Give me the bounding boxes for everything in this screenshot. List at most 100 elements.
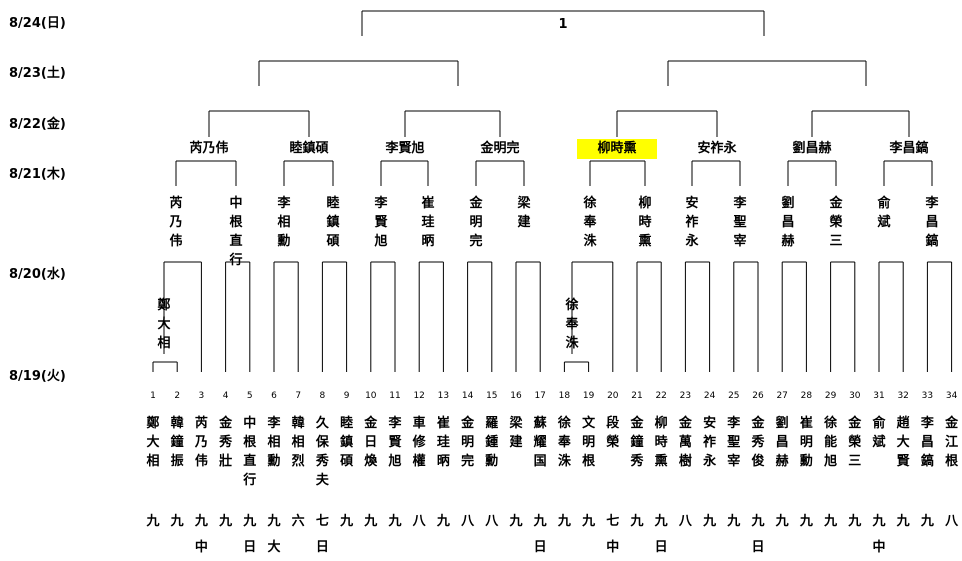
player-grade: 九 [509,514,523,529]
slot-number: 25 [728,391,740,401]
player-name: 李 昌 鎬 [920,416,934,469]
date-round-16: 8/21(木) [9,167,66,182]
round16-name: 徐 奉 洙 [583,196,597,249]
player-grade: 六 [291,514,305,529]
player-name: 鄭 大 相 [146,416,160,469]
slot-number: 15 [486,391,498,401]
player-name: 崔 明 勳 [799,416,813,469]
slot-number: 26 [752,391,764,401]
round16-name: 李 賢 旭 [374,196,388,249]
player-grade: 九 [630,514,644,529]
round16-name: 安 祚 永 [685,196,699,249]
player-name: 車 修 權 [412,416,426,469]
slot-number: 11 [389,391,401,401]
player-grade: 九 日 [533,514,547,555]
date-round-32: 8/20(水) [9,267,66,282]
quarterfinal-name: 安祚永 [697,141,737,156]
slot-number: 29 [824,391,837,401]
quarterfinal-name: 睦鎮碩 [289,141,329,156]
final-label: 1 [558,17,568,32]
player-name: 趙 大 賢 [896,416,910,469]
player-name: 羅 鍾 勳 [485,416,499,469]
player-grade: 八 [678,514,692,529]
slot-number: 6 [271,391,277,401]
player-name: 金 鐘 秀 [630,416,644,469]
player-grade: 九 [582,514,596,529]
player-name: 梁 建 [509,416,523,450]
player-name: 金 江 根 [945,416,959,469]
player-grade: 八 [945,514,959,529]
round16-name: 睦 鎮 碩 [326,196,340,249]
player-name: 金 明 完 [461,416,475,469]
round1-winner-name: 鄭 大 相 [157,298,171,351]
round16-name: 崔 珪 昞 [421,196,435,249]
player-name: 徐 奉 洙 [557,416,571,469]
player-grade: 九 日 [654,514,668,555]
quarterfinal-name: 劉昌赫 [792,141,832,156]
date-round-quarterfinal: 8/22(金) [9,117,66,132]
slot-number: 28 [800,391,813,401]
date-round-final: 8/24(日) [9,16,66,31]
player-name: 睦 鎮 碩 [340,416,354,469]
date-round-1: 8/19(火) [9,369,66,384]
player-name: 李 聖 宰 [727,416,741,469]
player-grade: 九 [799,514,813,529]
round16-name: 李 聖 宰 [733,196,747,249]
round16-name: 梁 建 [517,196,531,230]
slot-number: 12 [413,391,425,401]
player-grade: 七 日 [315,514,329,555]
round16-name: 劉 昌 赫 [781,196,795,249]
player-name: 蘇 耀 国 [533,416,547,469]
player-name: 文 明 根 [582,416,596,469]
quarterfinal-name: 李賢旭 [385,141,425,156]
player-grade: 七 中 [606,514,620,555]
round16-name: 李 昌 鎬 [925,196,939,249]
player-grade: 九 [146,514,160,529]
slot-number: 3 [198,391,205,401]
quarterfinal-name-highlighted: 柳時熏 [577,139,657,159]
player-grade: 九 中 [872,514,886,555]
player-name: 韓 相 烈 [291,416,305,469]
player-grade: 九 日 [243,514,257,555]
player-name: 劉 昌 赫 [775,416,789,469]
quarterfinal-name: 芮乃伟 [189,141,229,156]
player-grade: 八 [461,514,475,529]
slot-number: 5 [246,391,253,401]
slot-number: 24 [703,391,716,401]
player-grade: 九 [824,514,838,529]
player-name: 金 日 煥 [364,416,378,469]
player-grade: 九 [557,514,571,529]
slot-number: 16 [510,391,522,401]
player-grade: 九 [727,514,741,529]
player-name: 崔 珪 昞 [436,416,450,469]
slot-number: 19 [582,391,595,401]
player-name: 韓 鐘 振 [170,416,184,469]
slot-number: 2 [174,391,181,401]
player-name: 芮 乃 伟 [194,416,208,469]
slot-number: 4 [222,391,229,401]
round1-winner-name-18: 徐 奉 洙 [565,298,579,351]
slot-number: 27 [776,391,788,401]
slot-number: 14 [461,391,474,401]
round16-name: 金 榮 三 [829,196,843,249]
slot-number: 10 [365,391,377,401]
player-name: 金 秀 俊 [751,416,765,469]
slot-number: 13 [437,391,450,401]
player-grade: 九 [170,514,184,529]
player-grade: 九 大 [267,514,281,555]
player-grade: 九 [340,514,354,529]
player-name: 段 榮 [606,416,620,450]
quarterfinal-name: 金明完 [480,141,520,156]
slot-number: 17 [534,391,546,401]
round16-name: 李 相 勳 [277,196,291,249]
player-grade: 九 [219,514,233,529]
player-grade: 九 中 [194,514,208,555]
slot-number: 31 [873,391,885,401]
player-name: 李 相 勳 [267,416,281,469]
slot-number: 34 [945,391,958,401]
slot-number: 23 [679,391,692,401]
slot-number: 21 [631,391,643,401]
player-grade: 九 [896,514,910,529]
round16-name: 柳 時 熏 [638,196,652,249]
